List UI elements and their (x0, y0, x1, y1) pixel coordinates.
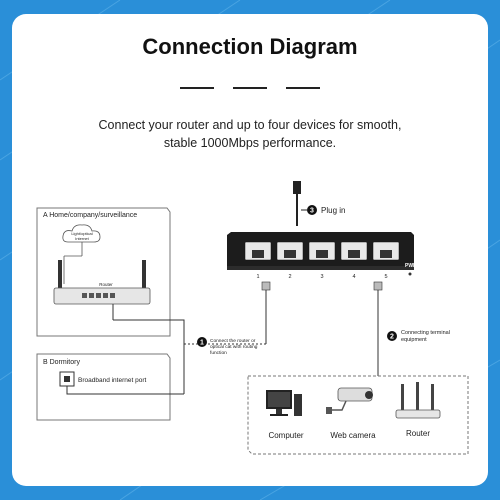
step1-line-3: function (210, 350, 227, 356)
page-subtitle: Connect your router and up to four devic… (52, 116, 448, 152)
computer-icon (266, 390, 302, 416)
device-label-computer: Computer (268, 431, 303, 440)
step1-line-1: Connect the router or (210, 338, 256, 344)
home-box: A Home/company/surveillance Light/optica… (36, 207, 171, 337)
pwr-led (408, 272, 412, 276)
step1-number: 1 (200, 340, 204, 347)
web-camera-icon (326, 387, 373, 414)
port-label-1: 1 (256, 274, 259, 280)
title-divider (180, 87, 320, 89)
home-router-icon: Router (53, 260, 151, 305)
step2-number: 2 (390, 334, 394, 341)
router-label: Router (99, 282, 113, 287)
dorm-port-label: Broadband internet port (78, 377, 146, 384)
cable-plug-port1 (261, 281, 271, 291)
cloud-label-1: Light/optical (71, 231, 92, 236)
device-label-router: Router (406, 429, 430, 438)
cloud-label-2: Internet (75, 236, 89, 241)
internet-cloud-icon: Light/optical Internet (62, 224, 101, 243)
subtitle-line-1: Connect your router and up to four devic… (98, 118, 402, 132)
step2-line-1: Connecting terminal (401, 330, 450, 336)
terminal-router-icon (395, 382, 441, 419)
cable-plug-port5 (373, 281, 383, 291)
page-title: Connection Diagram (142, 34, 358, 59)
network-switch: 3 Plug in 1 2 (227, 181, 417, 280)
power-adapter-icon (293, 181, 301, 194)
port-label-2: 2 (288, 274, 291, 280)
step3-label: Plug in (321, 206, 345, 215)
devices-box: Computer Web camera Router (247, 375, 469, 455)
device-label-webcam: Web camera (330, 431, 376, 440)
subtitle-line-2: stable 1000Mbps performance. (163, 136, 337, 150)
step1-line-2: optical cat with routing (210, 344, 258, 350)
port-label-4: 4 (352, 274, 355, 280)
step3-number: 3 (310, 208, 314, 215)
dorm-box-title: B Dormitory (43, 359, 80, 366)
step2-badge (387, 331, 397, 341)
connection-diagram: A Home/company/surveillance Light/optica… (36, 181, 469, 455)
step1-badge (197, 337, 207, 347)
port-label-3: 3 (320, 274, 323, 280)
pwr-label: PWR (405, 263, 417, 269)
step3-badge (307, 205, 317, 215)
dorm-box: B Dormitory Broadband internet port (36, 353, 171, 421)
home-box-title: A Home/company/surveillance (43, 212, 137, 219)
diagram-card: Connection Diagram Connect your router a… (12, 14, 488, 486)
step2-line-2: equipment (401, 337, 427, 343)
port-label-5: 5 (384, 274, 387, 280)
